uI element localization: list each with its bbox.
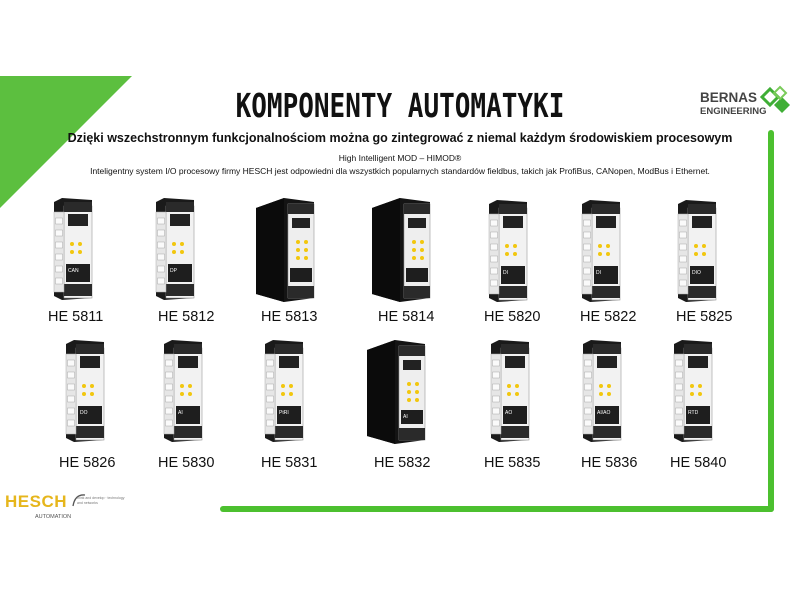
module-device-image (256, 198, 315, 302)
module-label: HE 5832 (374, 455, 431, 471)
frame-line-vertical (768, 130, 774, 512)
module-label: HE 5825 (676, 309, 733, 325)
module-device-image: AI (163, 340, 203, 442)
module-device-image: DI (488, 200, 528, 302)
frame-line-horizontal (220, 506, 774, 512)
module-device-image: AO (490, 340, 530, 442)
bernas-diamond-icon (760, 85, 790, 113)
module-panel-text: DO (80, 410, 88, 416)
product-line: High Intelligent MOD – HIMOD® (338, 153, 462, 163)
module-label: HE 5811 (48, 309, 104, 325)
module-label: HE 5812 (158, 309, 215, 325)
module-device-image: DP (155, 198, 195, 300)
module-device-image: DO (65, 340, 105, 442)
module-device-image: DIO (677, 200, 717, 302)
module-panel-text: AI/AO (597, 410, 610, 416)
page-subtitle: Dzięki wszechstronnym funkcjonalnościom … (67, 131, 733, 145)
hesch-swoosh-icon (72, 494, 86, 507)
module-device-image (372, 198, 431, 302)
module-panel-text: DP (170, 268, 178, 274)
module-panel-text: DI (503, 270, 508, 276)
module-label: HE 5831 (261, 455, 318, 471)
bernas-logo-name: BERNAS (700, 90, 758, 105)
bernas-logo: BERNAS ENGINEERING (700, 85, 795, 120)
corner-triangle (0, 76, 132, 208)
module-device-image: AI (367, 340, 426, 444)
module-label: HE 5830 (158, 455, 215, 471)
page-title: KOMPONENTY AUTOMATYKI (235, 88, 565, 126)
hesch-logo-tagline: think and develop · technology and netwo… (77, 496, 125, 505)
module-panel-text: DIO (692, 270, 701, 276)
module-device-image: DI (581, 200, 621, 302)
hesch-logo-sub: AUTOMATION (35, 514, 72, 520)
module-panel-text: AI (403, 414, 408, 420)
module-label: HE 5820 (484, 309, 541, 325)
module-device-image: AI/AO (582, 340, 622, 442)
module-panel-text: CAN (68, 268, 79, 274)
module-label: HE 5835 (484, 455, 541, 471)
module-device-image: PtRI (264, 340, 304, 442)
hesch-logo-brand: HESCH (5, 492, 68, 511)
module-panel-text: PtRI (279, 410, 289, 416)
module-panel-text: AI (178, 410, 183, 416)
module-label: HE 5826 (59, 455, 116, 471)
description: Inteligentny system I/O procesowy firmy … (90, 166, 710, 176)
module-label: HE 5813 (261, 309, 318, 325)
module-panel-text: RTD (688, 410, 699, 416)
bernas-logo-subname: ENGINEERING (700, 106, 767, 117)
hesch-logo: HESCH think and develop · technology and… (5, 492, 125, 524)
module-label: HE 5840 (670, 455, 727, 471)
module-device-image: CAN (53, 198, 93, 300)
module-label: HE 5836 (581, 455, 638, 471)
module-label: HE 5814 (378, 309, 435, 325)
module-label: HE 5822 (580, 309, 637, 325)
module-panel-text: DI (596, 270, 601, 276)
module-device-image: RTD (673, 340, 713, 442)
module-panel-text: AO (505, 410, 512, 416)
